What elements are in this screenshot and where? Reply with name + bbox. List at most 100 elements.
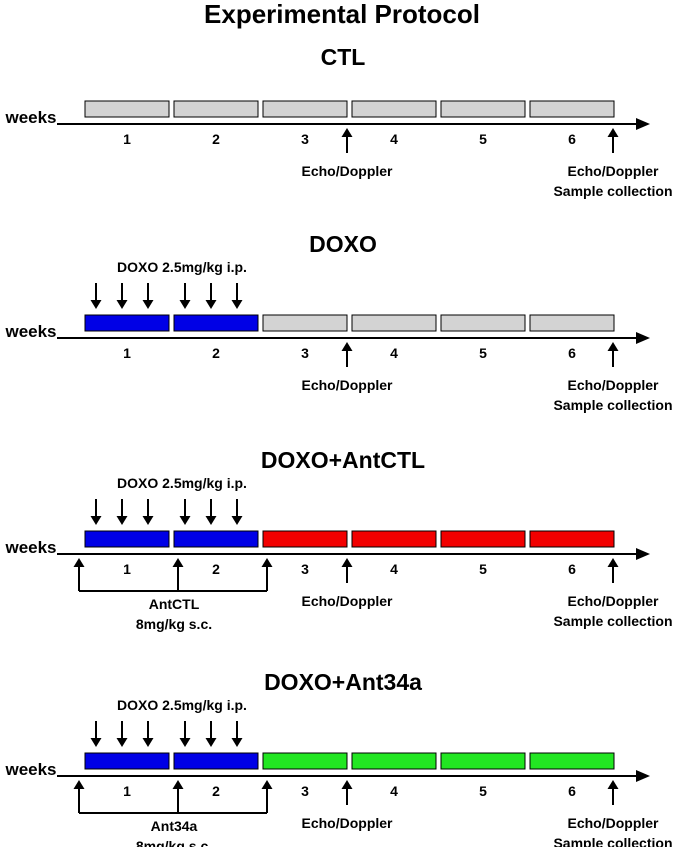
week-bar-6 bbox=[529, 314, 615, 332]
final-echo-label: Echo/Doppler bbox=[567, 163, 659, 179]
sample-collection-label: Sample collection bbox=[553, 613, 672, 629]
injection-arrow-2-2-head bbox=[205, 516, 217, 525]
week-number-3: 3 bbox=[301, 783, 309, 799]
weeks-label: weeks bbox=[4, 760, 56, 779]
echo-label: Echo/Doppler bbox=[301, 815, 393, 831]
week-bar-3 bbox=[262, 530, 348, 548]
final-echo-arrow-head bbox=[607, 558, 619, 567]
week-number-4: 4 bbox=[390, 345, 398, 361]
antagomir-arrow-1-head bbox=[73, 558, 85, 567]
week-number-5: 5 bbox=[479, 561, 487, 577]
time-axis-arrowhead bbox=[636, 770, 650, 782]
antagomir-dose: 8mg/kg s.c. bbox=[136, 838, 212, 847]
final-echo-arrow-head bbox=[607, 780, 619, 789]
panel-title: DOXO bbox=[309, 231, 377, 257]
injection-arrow-1-2-head bbox=[116, 516, 128, 525]
dose-label: DOXO 2.5mg/kg i.p. bbox=[117, 259, 247, 275]
injection-arrow-1-2 bbox=[116, 283, 128, 309]
week-number-6: 6 bbox=[568, 131, 576, 147]
echo-arrow bbox=[341, 780, 353, 805]
week-bar-4 bbox=[351, 530, 437, 548]
injection-arrow-2-2 bbox=[205, 721, 217, 747]
antagomir-arrow-3-head bbox=[261, 780, 273, 789]
week-number-6: 6 bbox=[568, 561, 576, 577]
antagomir-arrow-1 bbox=[73, 558, 85, 591]
panel-title: DOXO+AntCTL bbox=[261, 447, 425, 473]
week-bar-3 bbox=[262, 100, 348, 118]
panel-title: DOXO+Ant34a bbox=[264, 669, 422, 695]
final-echo-arrow bbox=[607, 342, 619, 367]
injection-arrow-1-2 bbox=[116, 499, 128, 525]
injection-arrow-1-3-head bbox=[142, 300, 154, 309]
time-axis-arrowhead bbox=[636, 548, 650, 560]
antagomir-arrow-3 bbox=[261, 558, 273, 591]
weeks-label: weeks bbox=[4, 108, 56, 127]
injection-arrow-2-3-head bbox=[231, 738, 243, 747]
sample-collection-label: Sample collection bbox=[553, 397, 672, 413]
week-bar-1 bbox=[84, 530, 170, 548]
antagomir-arrow-3 bbox=[261, 780, 273, 813]
injection-arrow-2-1-head bbox=[179, 300, 191, 309]
week-number-6: 6 bbox=[568, 783, 576, 799]
antagomir-name: Ant34a bbox=[151, 818, 198, 834]
time-axis-arrowhead bbox=[636, 332, 650, 344]
week-bar-2 bbox=[173, 100, 259, 118]
week-bar-5 bbox=[440, 752, 526, 770]
antagomir-arrow-2-head bbox=[172, 558, 184, 567]
week-number-3: 3 bbox=[301, 345, 309, 361]
week-bar-3 bbox=[262, 752, 348, 770]
final-echo-arrow-head bbox=[607, 342, 619, 351]
antagomir-arrow-2 bbox=[172, 780, 184, 813]
time-axis-arrowhead bbox=[636, 118, 650, 130]
week-bar-1 bbox=[84, 314, 170, 332]
week-bar-1 bbox=[84, 100, 170, 118]
week-number-1: 1 bbox=[123, 783, 131, 799]
main-title: Experimental Protocol bbox=[204, 0, 480, 29]
injection-arrow-2-1-head bbox=[179, 516, 191, 525]
week-number-1: 1 bbox=[123, 561, 131, 577]
echo-label: Echo/Doppler bbox=[301, 377, 393, 393]
injection-arrow-2-1 bbox=[179, 721, 191, 747]
injection-arrow-2-2 bbox=[205, 283, 217, 309]
week-number-1: 1 bbox=[123, 131, 131, 147]
injection-arrow-1-2-head bbox=[116, 300, 128, 309]
injection-arrow-1-1 bbox=[90, 499, 102, 525]
echo-arrow-head bbox=[341, 342, 353, 351]
injection-arrow-2-3 bbox=[231, 283, 243, 309]
antagomir-arrow-3-head bbox=[261, 558, 273, 567]
echo-arrow-head bbox=[341, 128, 353, 137]
week-number-4: 4 bbox=[390, 561, 398, 577]
injection-arrow-2-1 bbox=[179, 283, 191, 309]
injection-arrow-1-3 bbox=[142, 499, 154, 525]
sample-collection-label: Sample collection bbox=[553, 183, 672, 199]
injection-arrow-2-2 bbox=[205, 499, 217, 525]
week-number-5: 5 bbox=[479, 783, 487, 799]
echo-label: Echo/Doppler bbox=[301, 163, 393, 179]
injection-arrow-2-1-head bbox=[179, 738, 191, 747]
week-number-2: 2 bbox=[212, 783, 220, 799]
panel-title: CTL bbox=[321, 44, 366, 70]
week-bar-1 bbox=[84, 752, 170, 770]
week-number-1: 1 bbox=[123, 345, 131, 361]
echo-label: Echo/Doppler bbox=[301, 593, 393, 609]
week-number-3: 3 bbox=[301, 561, 309, 577]
week-bar-6 bbox=[529, 530, 615, 548]
injection-arrow-1-2-head bbox=[116, 738, 128, 747]
injection-arrow-2-1 bbox=[179, 499, 191, 525]
week-bar-4 bbox=[351, 100, 437, 118]
echo-arrow bbox=[341, 342, 353, 367]
antagomir-arrow-1 bbox=[73, 780, 85, 813]
antagomir-arrow-2-head bbox=[172, 780, 184, 789]
antagomir-dose: 8mg/kg s.c. bbox=[136, 616, 212, 632]
week-number-4: 4 bbox=[390, 783, 398, 799]
injection-arrow-1-3-head bbox=[142, 738, 154, 747]
dose-label: DOXO 2.5mg/kg i.p. bbox=[117, 475, 247, 491]
echo-arrow bbox=[341, 558, 353, 583]
week-bar-6 bbox=[529, 100, 615, 118]
injection-arrow-1-1 bbox=[90, 721, 102, 747]
injection-arrow-1-1-head bbox=[90, 738, 102, 747]
final-echo-label: Echo/Doppler bbox=[567, 593, 659, 609]
